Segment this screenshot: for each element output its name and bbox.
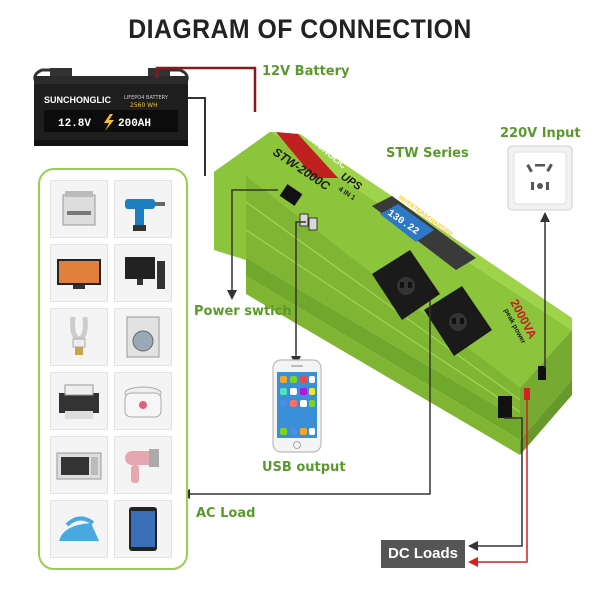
label-input: 220V Input <box>500 126 581 141</box>
ac-socket-2[interactable] <box>424 286 492 356</box>
ac-load-line <box>190 300 431 495</box>
television-image <box>50 244 108 302</box>
washing-machine-image <box>114 308 172 366</box>
brand-stripe <box>276 132 338 178</box>
display-screen <box>380 204 434 242</box>
dc-arrow-1 <box>468 541 478 551</box>
wall-outlet <box>507 145 573 211</box>
dc-negative-line <box>476 417 523 547</box>
clothes-iron-image <box>50 500 108 558</box>
switch-line <box>231 189 278 292</box>
ac-input-terminal <box>538 366 546 380</box>
label-battery: 12V Battery <box>262 64 350 79</box>
page-title: DIAGRAM OF CONNECTION <box>128 14 472 44</box>
ac-socket-1[interactable] <box>372 250 440 320</box>
light-bulb-image <box>50 308 108 366</box>
battery <box>33 68 189 146</box>
wire-positive <box>155 66 257 112</box>
label-usb-output: USB output <box>262 460 346 475</box>
label-dc-loads: DC Loads <box>381 540 465 568</box>
rice-cooker-image <box>114 372 172 430</box>
dc-terminal <box>498 396 512 418</box>
dc-terminal-red <box>524 388 530 400</box>
label-ac-load: AC Load <box>196 506 256 521</box>
hair-dryer-image <box>114 436 172 494</box>
battery-brand: SUNCHONGLIC <box>44 95 111 105</box>
microwave-image <box>50 436 108 494</box>
usb-line <box>295 221 306 360</box>
dc-positive-line <box>476 400 528 563</box>
battery-energy: 2560 WH <box>130 102 158 109</box>
power-switch[interactable] <box>279 184 303 206</box>
power-drill-image <box>114 180 172 238</box>
usb-port-1[interactable] <box>299 213 309 227</box>
printer-copier-image <box>50 180 108 238</box>
switch-arrow <box>227 290 237 300</box>
label-power-switch: Power swtich <box>194 304 292 319</box>
lightning-icon <box>104 114 114 131</box>
usb-port-2[interactable] <box>308 217 318 231</box>
smartphone <box>272 359 322 453</box>
wire-negative <box>188 97 206 176</box>
label-series: STW Series <box>386 146 469 161</box>
desktop-computer-image <box>114 244 172 302</box>
appliance-panel <box>38 168 188 570</box>
battery-capacity: 200AH <box>118 118 151 130</box>
input-arrow <box>540 212 550 222</box>
dc-arrow-2 <box>468 557 478 567</box>
battery-voltage: 12.8V <box>58 118 91 130</box>
battery-type: LIFEPO4 BATTERY <box>124 95 169 101</box>
printer-image <box>50 372 108 430</box>
tablet-image <box>114 500 172 558</box>
